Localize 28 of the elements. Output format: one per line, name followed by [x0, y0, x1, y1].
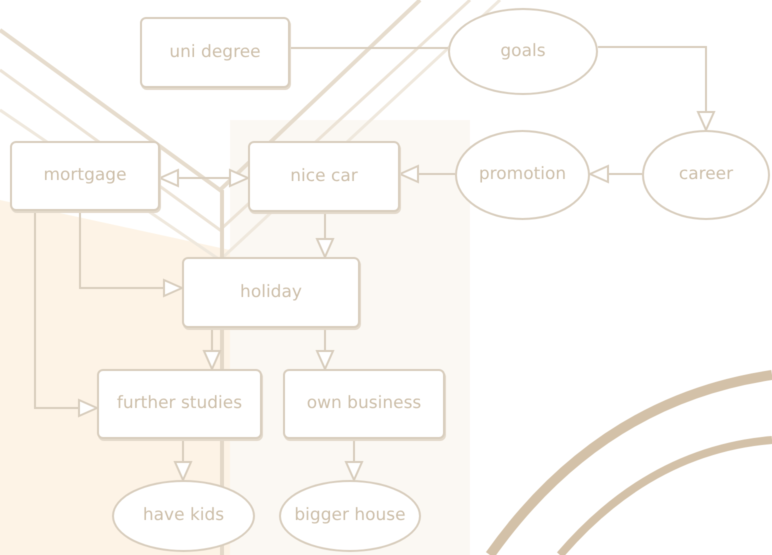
- arrow: [399, 165, 455, 183]
- rounded-box: [140, 17, 290, 88]
- node-label: bigger house: [293, 505, 407, 527]
- node-label: goals: [499, 40, 547, 62]
- rounded-box: [97, 369, 262, 439]
- node-label: further studies: [116, 393, 244, 415]
- node-label: promotion: [478, 164, 568, 186]
- node-label: own business: [306, 393, 422, 415]
- node-label: uni degree: [168, 42, 262, 64]
- rounded-box: [10, 141, 160, 211]
- arrow: [34, 211, 98, 417]
- arrow: [598, 46, 715, 131]
- rounded-box: [248, 141, 400, 212]
- node-label: holiday: [239, 282, 303, 304]
- arrow: [159, 169, 249, 187]
- node-label: mortgage: [42, 165, 128, 187]
- rounded-box: [182, 257, 360, 328]
- arrow: [174, 439, 192, 481]
- arrow: [203, 328, 221, 370]
- arrow: [316, 212, 334, 258]
- arrow: [79, 211, 183, 297]
- arrow: [345, 439, 363, 481]
- node-label: have kids: [142, 505, 226, 527]
- node-label: career: [678, 164, 734, 186]
- arrow: [589, 165, 642, 183]
- arrow: [316, 328, 334, 370]
- rounded-box: [283, 369, 445, 439]
- node-label: nice car: [289, 166, 359, 188]
